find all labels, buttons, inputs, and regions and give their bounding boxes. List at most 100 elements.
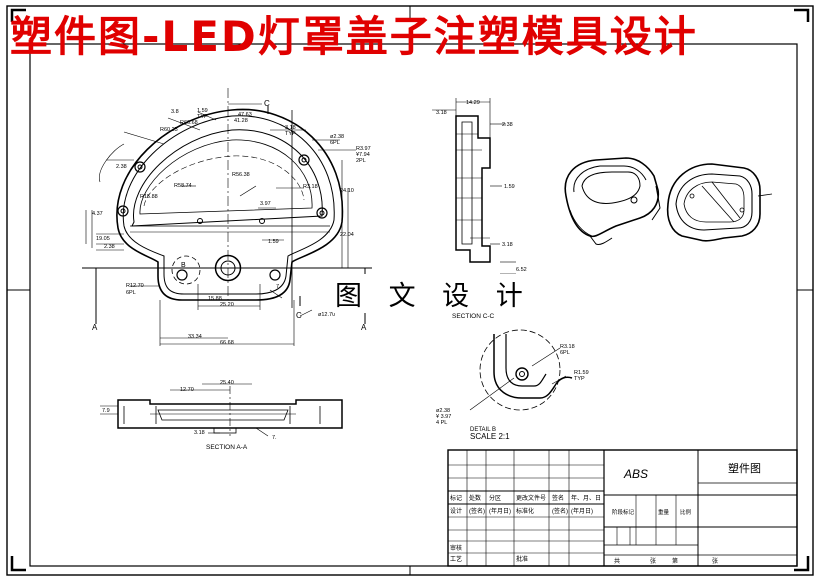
- dim-typ: TYP: [197, 114, 208, 120]
- iso-view-top: [564, 157, 661, 245]
- sheet-total-label: 共: [614, 557, 620, 565]
- dim-6-52: 6.52: [516, 267, 527, 273]
- dim-7-9: 7.9: [102, 408, 110, 414]
- title-banner: 塑件图-LED灯罩盖子注塑模具设计: [10, 12, 698, 61]
- dim-19-05: 19.05: [96, 236, 110, 242]
- dim-1-59: 1.59: [197, 108, 208, 114]
- dim-47-63: 47.63: [238, 112, 252, 118]
- dim-4pl-detail: 4 PL: [436, 420, 447, 426]
- section-aa-dims: 25.40 12.70 7.9 3.18 7. SECTION A-A: [102, 380, 277, 451]
- weight-label: 重量: [658, 508, 670, 516]
- dim-12-70: 12.70: [180, 387, 194, 393]
- sheet-total-unit: 张: [650, 557, 656, 565]
- section-c-label-top: C: [264, 99, 270, 108]
- sheet-num-unit: 张: [712, 557, 718, 565]
- dim-7-94: ¥7.94: [356, 152, 370, 158]
- header-change-doc: 更改文件号: [516, 494, 546, 502]
- section-aa-view: [100, 383, 343, 437]
- dim-41-28: 41.28: [234, 118, 248, 124]
- dim-r3-97: R3.97: [356, 146, 371, 152]
- scale-label: 比例: [680, 508, 692, 516]
- row-design: 设计: [450, 507, 462, 515]
- dim-3-18-cc-low: 3.18: [502, 242, 513, 248]
- header-sign: 签名: [552, 494, 564, 502]
- dim-2-38-left: 2.38: [116, 164, 127, 170]
- dim-1-59-mid: 1.59: [268, 239, 279, 245]
- section-c-label-bottom: C: [296, 311, 302, 320]
- dim-typ-2: TYP: [285, 131, 296, 137]
- dim-r58-74: R58.74: [174, 183, 192, 189]
- dim-7: 7.: [276, 284, 281, 290]
- row-standard-date: (年月日): [571, 507, 593, 515]
- dim-3-8: 3.8: [171, 109, 179, 115]
- dim-6pl-2: 6PL: [126, 290, 136, 296]
- dim-25-40: 25.40: [220, 380, 234, 386]
- front-view-dims: 3.8 1.59 TYP R66.68 R60.25 47.63 41.28 3…: [92, 99, 371, 346]
- section-aa-label: SECTION A-A: [206, 444, 248, 451]
- title-block-text: ABS 塑件图 标记 处数 分区 更改文件号 签名 年、月、日 设计 (签名) …: [450, 461, 761, 565]
- drawing-frame: [6, 5, 814, 576]
- row-standard: 标准化: [516, 507, 534, 515]
- dim-33-34: 33.34: [188, 334, 202, 340]
- dim-3-18-top: 3.18: [285, 125, 296, 131]
- detail-b-callout: B: [181, 262, 186, 269]
- dim-7-aa: 7.: [272, 435, 277, 441]
- header-mark: 标记: [450, 494, 462, 502]
- drawing-name: 塑件图: [728, 461, 761, 475]
- row-standard-sign: (签名): [552, 507, 568, 515]
- dim-15-88: 15.88: [208, 296, 222, 302]
- stage-mark: 阶段标记: [612, 508, 635, 516]
- detail-b-label: DETAIL B: [470, 427, 496, 433]
- dim-dia-2-38-detail: ø2.38: [436, 408, 450, 414]
- dim-3-18-cc: 3.18: [436, 110, 447, 116]
- front-view: [82, 88, 372, 346]
- watermark-text: 图 文 设 计: [333, 274, 534, 313]
- row-review: 审核: [450, 544, 462, 552]
- header-zone: 分区: [489, 494, 501, 502]
- dim-14-29: 14.29: [466, 100, 480, 106]
- dim-24-10: 24.10: [340, 188, 354, 194]
- row-design-date: (年月日): [489, 507, 511, 515]
- dim-3-18-aa: 3.18: [194, 430, 205, 436]
- dim-r66-68: R66.68: [180, 120, 198, 126]
- dim-1-59-cc: 1.59: [504, 184, 515, 190]
- section-a-label-left: A: [92, 323, 98, 332]
- detail-b-scale: SCALE 2:1: [470, 432, 510, 441]
- sheet-num-label: 第: [672, 557, 678, 565]
- row-approve: 批准: [516, 555, 528, 563]
- row-design-sign: (签名): [469, 507, 485, 515]
- dim-3-97: 3.97: [260, 201, 271, 207]
- dim-22-04: 22.04: [340, 232, 354, 238]
- dim-6pl-detail: 6PL: [560, 350, 570, 356]
- header-count: 处数: [469, 494, 481, 502]
- section-cc-label: SECTION C-C: [452, 313, 495, 320]
- dim-6pl: 6PL: [330, 140, 340, 146]
- dim-r1-59-detail: R1.59: [574, 370, 589, 376]
- dim-25-20: 25.20: [220, 302, 234, 308]
- row-process: 工艺: [450, 555, 462, 563]
- title-block: [447, 449, 798, 567]
- detail-b-dims: R3.18 6PL R1.59 TYP ø2.38 ¥ 3.97 4 PL DE…: [436, 344, 589, 441]
- dim-dia-2-38: ø2.38: [330, 134, 344, 140]
- dim-dia-12-70: ø12.70: [318, 312, 335, 318]
- dim-2-38-low: 2.38: [104, 244, 115, 250]
- material-value: ABS: [623, 467, 648, 481]
- dim-r12-70: R12.70: [126, 283, 144, 289]
- dim-r15-88: R15.88: [140, 194, 158, 200]
- dim-r56-38: R56.38: [232, 172, 250, 178]
- dim-r3-18-detail: R3.18: [560, 344, 575, 350]
- header-date: 年、月、日: [571, 494, 601, 502]
- dim-r3-18: R3.18: [303, 184, 318, 190]
- dim-66-68: 66.68: [220, 340, 234, 346]
- dim-typ-detail: TYP: [574, 376, 585, 382]
- section-a-label-right: A: [361, 323, 367, 332]
- dim-2-38-cc: 2.38: [502, 122, 513, 128]
- dim-r60-25: R60.25: [160, 127, 178, 133]
- detail-b-view: [469, 329, 573, 411]
- iso-view-bottom: [666, 163, 773, 242]
- dim-2pl: 2PL: [356, 158, 366, 164]
- dim-3-97-detail: ¥ 3.97: [436, 414, 451, 420]
- dim-4-37: 4.37: [92, 211, 103, 217]
